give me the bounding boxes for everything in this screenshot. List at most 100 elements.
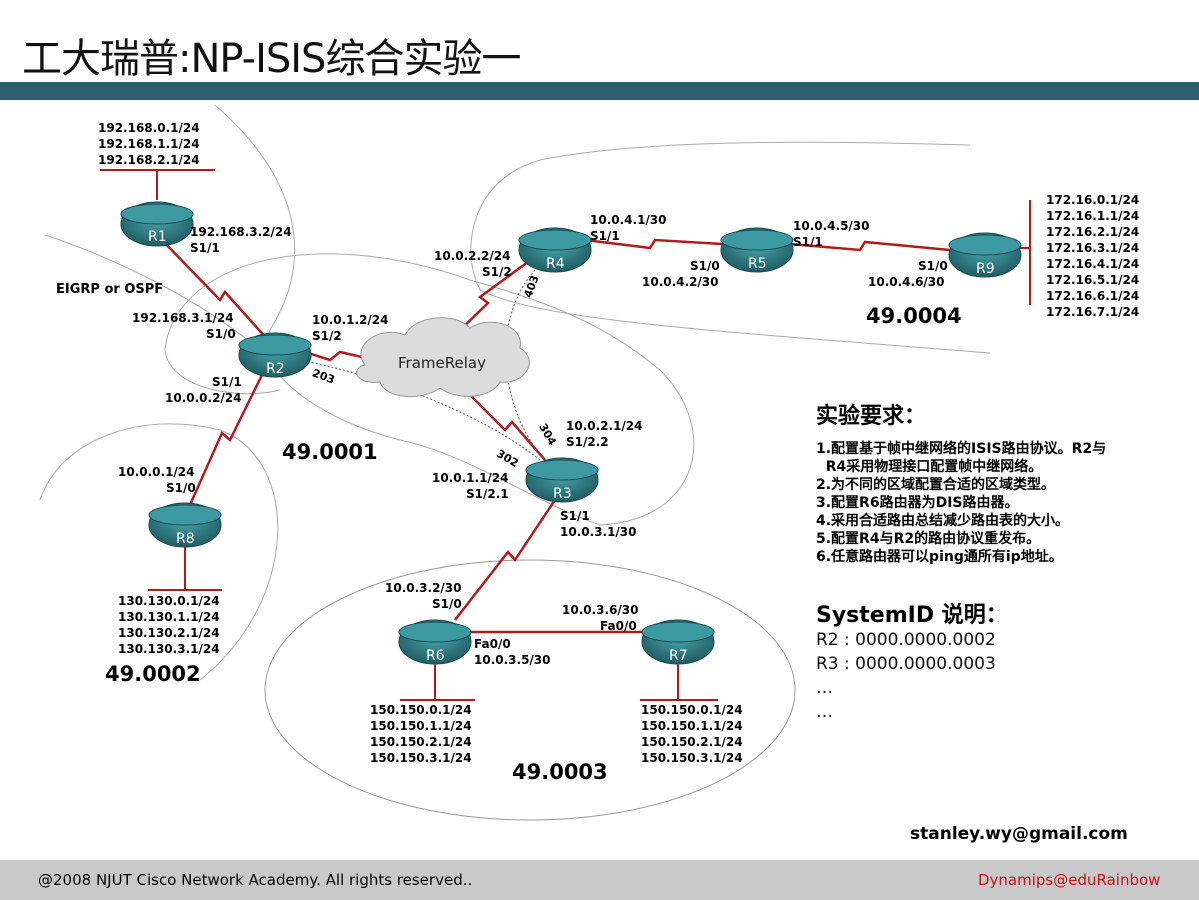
r3-s121-ip: 10.0.1.1/24 — [432, 471, 509, 485]
r9-lan-2: 172.16.1.1/24 — [1046, 209, 1140, 223]
r6-lan-4: 150.150.3.1/24 — [370, 751, 472, 765]
r5-s11-ip: 10.0.4.5/30 — [793, 219, 870, 233]
author-email: stanley.wy@gmail.com — [910, 824, 1128, 844]
r8-s10-if: S1/0 — [166, 481, 196, 495]
r9-s10-if: S1/0 — [918, 259, 948, 273]
r9-lan-6: 172.16.5.1/24 — [1046, 273, 1140, 287]
r1-s11-if: S1/1 — [190, 241, 220, 255]
router-r5-label: R5 — [748, 256, 767, 272]
r8-lan-2: 130.130.1.1/24 — [118, 610, 220, 624]
page-title: 工大瑞普:NP-ISIS综合实验一 — [22, 36, 521, 82]
footer-bar — [0, 860, 1199, 900]
router-r1: R1 — [120, 201, 194, 247]
r6-lan-1: 150.150.0.1/24 — [370, 703, 472, 717]
r6-fa-if: Fa0/0 — [474, 637, 511, 651]
r5-s11-if: S1/1 — [793, 235, 823, 249]
link-r3-r6 — [454, 499, 557, 621]
area-49.0004-boundary — [470, 141, 991, 354]
requirement-item: 3.配置R6路由器为DIS路由器。 — [816, 495, 1019, 511]
r3-s11-ip: 10.0.3.1/30 — [560, 525, 637, 539]
r1-s11-ip: 192.168.3.2/24 — [190, 225, 292, 239]
link-fr-r3 — [469, 394, 546, 461]
frame-relay-cloud: FrameRelay — [356, 317, 530, 398]
link-r1-r2 — [159, 237, 269, 341]
systemid-title: SystemID 说明： — [816, 603, 1008, 628]
r4-s11-ip: 10.0.4.1/30 — [590, 213, 667, 227]
router-r2: R2 — [238, 332, 312, 378]
r9-lan-5: 172.16.4.1/24 — [1046, 257, 1140, 271]
router-r8-label: R8 — [176, 531, 195, 547]
link-r2-fr — [304, 350, 376, 362]
r5-s10-if: S1/0 — [690, 259, 720, 273]
frame-relay-label: FrameRelay — [398, 354, 486, 372]
eigrp-label: EIGRP or OSPF — [56, 282, 164, 297]
r9-lan-8: 172.16.7.1/24 — [1046, 305, 1140, 319]
link-r5-r9 — [789, 240, 951, 252]
router-r2-label: R2 — [266, 361, 285, 377]
r1-lan-3: 192.168.2.1/24 — [98, 153, 200, 167]
r2-s11-ip: 10.0.0.2/24 — [165, 391, 242, 405]
title-bar — [0, 82, 1199, 100]
router-r5: R5 — [720, 227, 794, 273]
router-r3: R3 — [525, 457, 599, 503]
area-49.0002: 49.0002 — [105, 662, 201, 686]
topology-diagram: FrameRelay R1 R2 R3 R4 R5 R6 R7 R8 — [39, 104, 1031, 821]
r7-lan-4: 150.150.3.1/24 — [641, 751, 743, 765]
link-r4-r5 — [584, 238, 723, 250]
r3-s122-ip: 10.0.2.1/24 — [566, 419, 643, 433]
r9-lan-7: 172.16.6.1/24 — [1046, 289, 1140, 303]
router-r6-label: R6 — [426, 648, 445, 664]
r8-lan-4: 130.130.3.1/24 — [118, 642, 220, 656]
router-r4: R4 — [518, 227, 592, 273]
router-r7: R7 — [641, 619, 715, 665]
r2-s10-if: S1/0 — [206, 327, 236, 341]
router-r4-label: R4 — [546, 256, 565, 272]
footer-copyright: @2008 NJUT Cisco Network Academy. All ri… — [38, 871, 473, 889]
r4-s12-if: S1/2 — [482, 265, 512, 279]
r2-s12-ip: 10.0.1.2/24 — [312, 313, 389, 327]
r7-lan-3: 150.150.2.1/24 — [641, 735, 743, 749]
requirement-item: 6.任意路由器可以ping通所有ip地址。 — [816, 549, 1063, 565]
requirement-item: 2.为不同的区域配置合适的区域类型。 — [816, 477, 1056, 493]
r6-fa-ip: 10.0.3.5/30 — [474, 653, 551, 667]
requirement-item: R4采用物理接口配置帧中继网络。 — [816, 459, 1043, 475]
r9-lan-3: 172.16.2.1/24 — [1046, 225, 1140, 239]
requirement-item: 1.配置基于帧中继网络的ISIS路由协议。R2与 — [816, 441, 1107, 457]
area-49.0004: 49.0004 — [866, 304, 962, 328]
r9-lan-4: 172.16.3.1/24 — [1046, 241, 1140, 255]
requirement-item: 5.配置R4与R2的路由协议重发布。 — [816, 531, 1041, 547]
r9-s10-ip: 10.0.4.6/30 — [868, 275, 945, 289]
area-49.0002-boundary — [39, 234, 279, 681]
area-49.0001: 49.0001 — [282, 440, 378, 464]
router-r9: R9 — [948, 232, 1022, 278]
router-r3-label: R3 — [553, 486, 572, 502]
r5-s10-ip: 10.0.4.2/30 — [642, 275, 719, 289]
r9-lan-1: 172.16.0.1/24 — [1046, 193, 1140, 207]
r1-lan-1: 192.168.0.1/24 — [98, 121, 200, 135]
r2-s12-if: S1/2 — [312, 329, 342, 343]
r7-fa-ip: 10.0.3.6/30 — [562, 603, 639, 617]
r8-lan-3: 130.130.2.1/24 — [118, 626, 220, 640]
link-r2-r8 — [188, 374, 264, 506]
r3-s11-if: S1/1 — [560, 509, 590, 523]
link-r4-fr — [454, 260, 529, 336]
r4-s11-if: S1/1 — [590, 229, 620, 243]
r6-lan-3: 150.150.2.1/24 — [370, 735, 472, 749]
requirements-title: 实验要求： — [816, 404, 927, 429]
vc-r2-r3 — [299, 359, 541, 461]
r6-s10-ip: 10.0.3.2/30 — [385, 581, 462, 595]
r6-lan-2: 150.150.1.1/24 — [370, 719, 472, 733]
systemid-item: R2 : 0000.0000.0002 — [816, 630, 996, 650]
area-49.0003: 49.0003 — [512, 760, 608, 784]
router-r1-label: R1 — [148, 229, 167, 245]
r7-fa-if: Fa0/0 — [600, 619, 637, 633]
footer-credit: Dynamips@eduRainbow — [978, 871, 1161, 889]
systemid-item: … — [816, 702, 833, 722]
systemid-item: R3 : 0000.0000.0003 — [816, 654, 996, 674]
area-49.0003-boundary — [264, 559, 796, 821]
r3-s121-if: S1/2.1 — [466, 487, 509, 501]
r4-s12-ip: 10.0.2.2/24 — [434, 249, 511, 263]
r3-s122-if: S1/2.2 — [566, 435, 609, 449]
r1-lan-2: 192.168.1.1/24 — [98, 137, 200, 151]
r2-s11-if: S1/1 — [212, 375, 242, 389]
